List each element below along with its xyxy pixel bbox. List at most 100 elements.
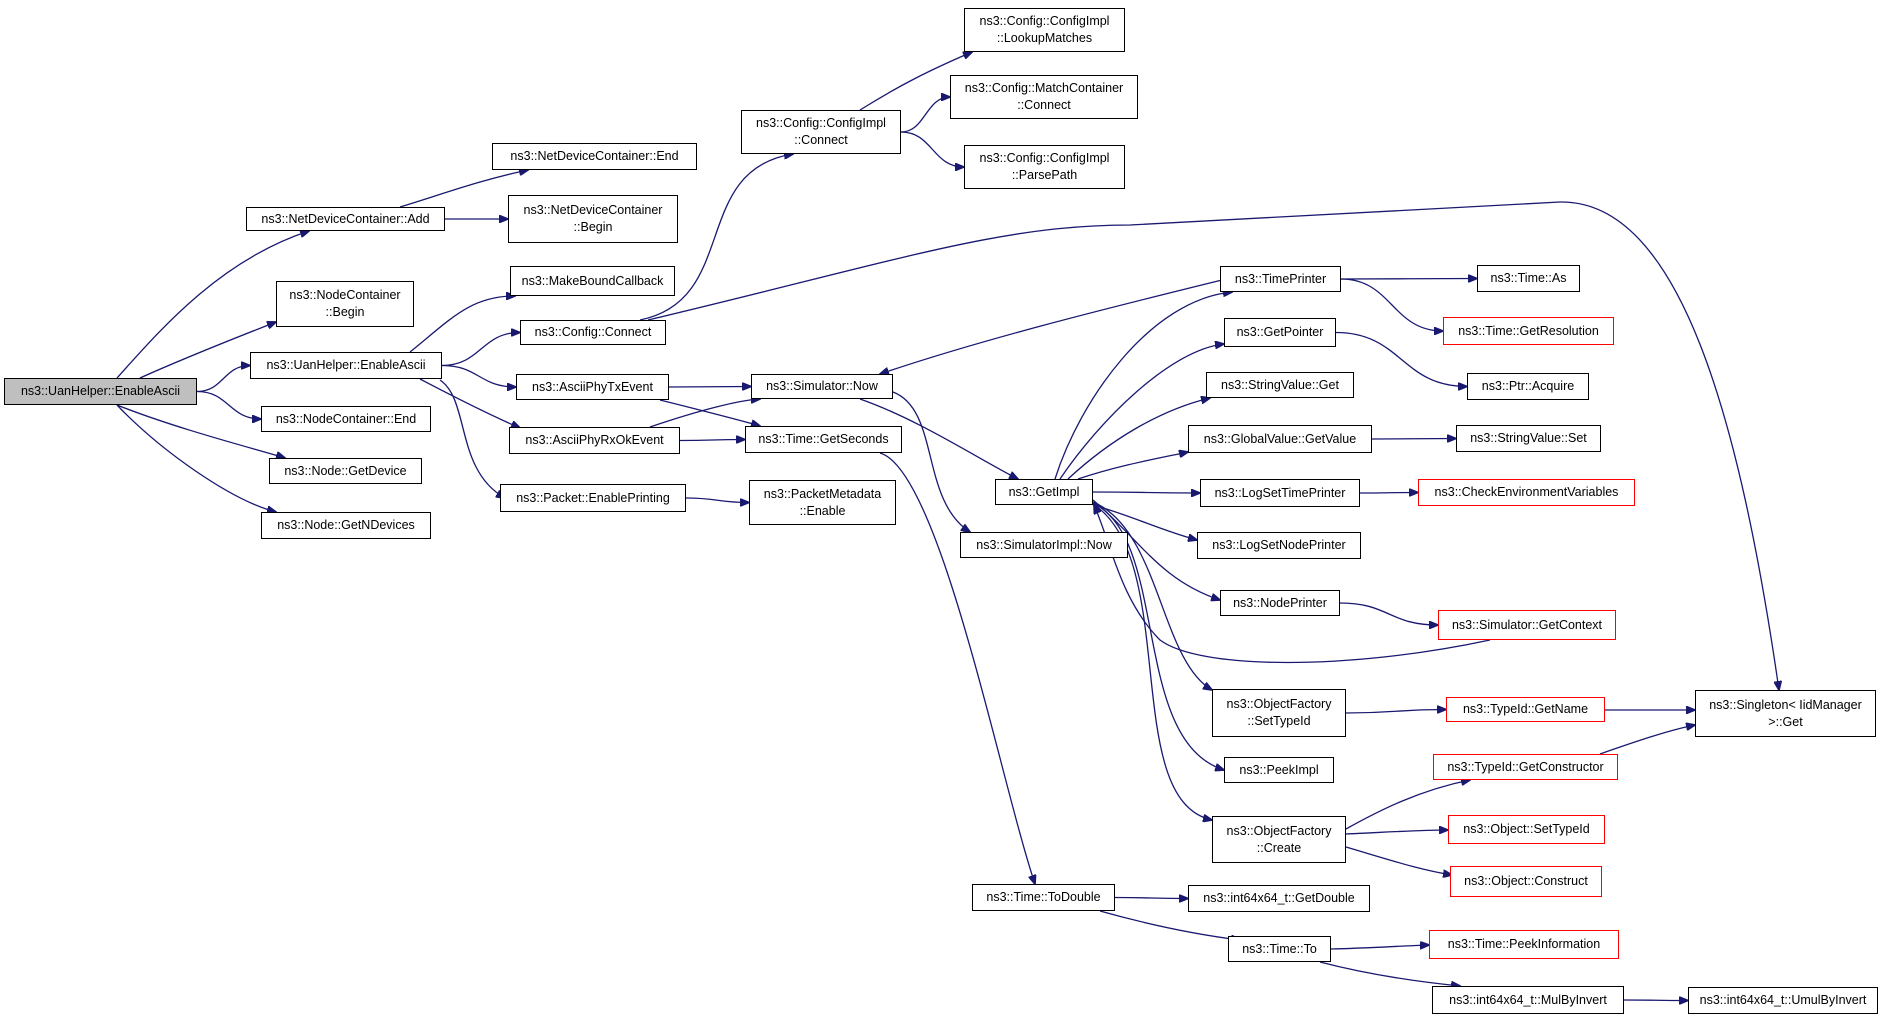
edge-pktEnable-to-pmEnable bbox=[685, 497, 749, 503]
graph-node-mcConnect[interactable]: ns3::Config::MatchContainer::Connect bbox=[950, 75, 1138, 119]
edge-getImpl-to-peekImpl bbox=[1092, 502, 1224, 770]
graph-node-root[interactable]: ns3::UanHelper::EnableAscii bbox=[4, 378, 197, 405]
edge-uhEnable-to-rxEvent bbox=[419, 378, 520, 428]
graph-node-getImpl[interactable]: ns3::GetImpl bbox=[995, 479, 1093, 505]
edge-ndcAdd-to-ndcEnd bbox=[399, 170, 528, 208]
graph-node-umulByInvert[interactable]: ns3::int64x64_t::UmulByInvert bbox=[1688, 987, 1878, 1014]
node-label: ns3::Node::GetDevice bbox=[284, 463, 407, 478]
edge-getPointer-to-ptrAcquire bbox=[1335, 331, 1467, 387]
graph-node-pktEnable[interactable]: ns3::Packet::EnablePrinting bbox=[500, 484, 686, 512]
graph-node-txEvent[interactable]: ns3::AsciiPhyTxEvent bbox=[516, 374, 669, 400]
graph-node-ncBegin[interactable]: ns3::NodeContainer::Begin bbox=[276, 281, 414, 327]
graph-node-nodeGetDevice[interactable]: ns3::Node::GetDevice bbox=[269, 458, 422, 484]
graph-node-getSeconds[interactable]: ns3::Time::GetSeconds bbox=[745, 426, 902, 453]
graph-node-pmEnable[interactable]: ns3::PacketMetadata::Enable bbox=[749, 480, 896, 525]
node-label: ns3::TimePrinter bbox=[1234, 271, 1327, 286]
node-label: ns3::Object::Construct bbox=[1464, 874, 1588, 888]
graph-node-peekInfo[interactable]: ns3::Time::PeekInformation bbox=[1429, 930, 1619, 959]
node-label: ns3::UanHelper::EnableAscii bbox=[266, 358, 426, 372]
node-label: ns3::Config::ConfigImpl bbox=[979, 14, 1110, 28]
graph-node-svGet[interactable]: ns3::StringValue::Get bbox=[1206, 372, 1354, 398]
edge-cfgConnect-to-cfgImplConnect bbox=[639, 154, 793, 321]
graph-node-ptrAcquire[interactable]: ns3::Ptr::Acquire bbox=[1467, 373, 1589, 400]
node-label: ::Begin bbox=[325, 305, 365, 319]
graph-node-checkEnv[interactable]: ns3::CheckEnvironmentVariables bbox=[1418, 479, 1635, 506]
edge-root-to-ndcAdd bbox=[116, 231, 309, 379]
graph-node-ofSetTypeId[interactable]: ns3::ObjectFactory::SetTypeId bbox=[1212, 689, 1346, 737]
graph-node-getPointer[interactable]: ns3::GetPointer bbox=[1224, 318, 1336, 347]
graph-node-ndcBegin[interactable]: ns3::NetDeviceContainer::Begin bbox=[508, 195, 678, 243]
edge-timePrinter-to-simNow bbox=[880, 279, 1223, 374]
node-label: ns3::int64x64_t::MulByInvert bbox=[1449, 992, 1607, 1007]
graph-node-ncEnd[interactable]: ns3::NodeContainer::End bbox=[261, 406, 431, 432]
node-label: ns3::int64x64_t::GetDouble bbox=[1203, 891, 1355, 905]
node-label: >::Get bbox=[1768, 714, 1803, 729]
edge-root-to-ncEnd bbox=[196, 390, 261, 420]
graph-node-lookup[interactable]: ns3::Config::ConfigImpl::LookupMatches bbox=[964, 8, 1125, 52]
edge-ofCreate-to-objConstruct bbox=[1345, 846, 1452, 875]
graph-node-peekImpl[interactable]: ns3::PeekImpl bbox=[1224, 757, 1334, 783]
edge-uhEnable-to-cfgConnect bbox=[441, 333, 520, 367]
edge-cfgImplConnect-to-mcConnect bbox=[900, 97, 950, 133]
edge-timeTo-to-mulByInvert bbox=[1319, 961, 1460, 986]
graph-node-gvGetValue[interactable]: ns3::GlobalValue::GetValue bbox=[1188, 425, 1372, 453]
graph-node-singleton[interactable]: ns3::Singleton< IidManager >::Get bbox=[1695, 690, 1876, 737]
graph-node-ofCreate[interactable]: ns3::ObjectFactory::Create bbox=[1212, 816, 1346, 863]
node-label: ns3::UanHelper::EnableAscii bbox=[20, 384, 181, 398]
node-label: ns3::Time::GetResolution bbox=[1458, 323, 1599, 338]
node-label: ns3::Time::As bbox=[1490, 271, 1567, 285]
graph-node-tidGetName[interactable]: ns3::TypeId::GetName bbox=[1446, 697, 1605, 722]
graph-node-nodePrinter[interactable]: ns3::NodePrinter bbox=[1220, 590, 1340, 616]
node-label: ::LookupMatches bbox=[996, 31, 1093, 45]
edge-gvGetValue-to-svSet bbox=[1371, 439, 1456, 440]
graph-node-makeBound[interactable]: ns3::MakeBoundCallback bbox=[510, 266, 675, 296]
graph-node-timeTo[interactable]: ns3::Time::To bbox=[1228, 936, 1331, 962]
node-label: ns3::AsciiPhyRxOkEvent bbox=[525, 433, 664, 447]
edge-toDouble-to-timeTo bbox=[1099, 910, 1240, 940]
graph-node-timeAs[interactable]: ns3::Time::As bbox=[1477, 265, 1580, 292]
graph-node-cfgImplConnect[interactable]: ns3::Config::ConfigImpl::Connect bbox=[741, 110, 901, 154]
graph-node-parsePath[interactable]: ns3::Config::ConfigImpl::ParsePath bbox=[964, 145, 1125, 189]
graph-node-tidGetCtor[interactable]: ns3::TypeId::GetConstructor bbox=[1433, 754, 1618, 780]
node-label: ::Create bbox=[1256, 840, 1302, 855]
graph-node-objSetTypeId[interactable]: ns3::Object::SetTypeId bbox=[1448, 815, 1605, 844]
graph-node-logSetNode[interactable]: ns3::LogSetNodePrinter bbox=[1197, 532, 1361, 559]
node-label: ns3::GetPointer bbox=[1236, 325, 1324, 339]
graph-node-toDouble[interactable]: ns3::Time::ToDouble bbox=[972, 884, 1115, 911]
edge-rxEvent-to-getSeconds bbox=[679, 440, 745, 441]
graph-node-cfgConnect[interactable]: ns3::Config::Connect bbox=[520, 320, 666, 345]
node-label: ns3::PacketMetadata bbox=[763, 486, 882, 501]
graph-node-objConstruct[interactable]: ns3::Object::Construct bbox=[1450, 866, 1602, 897]
edge-txEvent-to-simNow bbox=[668, 387, 751, 388]
node-label: ::Connect bbox=[794, 133, 848, 147]
edge-ofCreate-to-tidGetCtor bbox=[1345, 780, 1470, 830]
edge-toDouble-to-i64GetDouble bbox=[1114, 898, 1188, 899]
graph-node-simNow[interactable]: ns3::Simulator::Now bbox=[751, 374, 893, 399]
graph-node-rxEvent[interactable]: ns3::AsciiPhyRxOkEvent bbox=[509, 427, 680, 454]
graph-node-uhEnable[interactable]: ns3::UanHelper::EnableAscii bbox=[250, 352, 442, 379]
graph-node-mulByInvert[interactable]: ns3::int64x64_t::MulByInvert bbox=[1432, 986, 1624, 1014]
graph-node-getContext[interactable]: ns3::Simulator::GetContext bbox=[1438, 610, 1616, 640]
edge-nodePrinter-to-getContext bbox=[1339, 602, 1438, 625]
graph-node-timePrinter[interactable]: ns3::TimePrinter bbox=[1220, 266, 1341, 292]
edge-getSeconds-to-toDouble bbox=[879, 452, 1035, 884]
edge-root-to-nodeGetDevice bbox=[116, 404, 285, 458]
node-label: ns3::NodePrinter bbox=[1233, 595, 1327, 610]
graph-node-ndcEnd[interactable]: ns3::NetDeviceContainer::End bbox=[492, 143, 697, 170]
node-label: ns3::GlobalValue::GetValue bbox=[1203, 431, 1357, 446]
graph-node-logSetTime[interactable]: ns3::LogSetTimePrinter bbox=[1200, 479, 1360, 507]
graph-node-i64GetDouble[interactable]: ns3::int64x64_t::GetDouble bbox=[1188, 885, 1370, 912]
edge-logSetTime-to-checkEnv bbox=[1359, 493, 1418, 494]
node-label: ns3::StringValue::Get bbox=[1221, 377, 1339, 392]
graph-node-simImplNow[interactable]: ns3::SimulatorImpl::Now bbox=[960, 532, 1128, 558]
graph-node-ndcAdd[interactable]: ns3::NetDeviceContainer::Add bbox=[246, 207, 445, 231]
node-label: ::Begin bbox=[573, 220, 613, 234]
edge-root-to-uhEnable bbox=[196, 366, 250, 393]
graph-node-svSet[interactable]: ns3::StringValue::Set bbox=[1456, 425, 1601, 452]
graph-node-nodeGetN[interactable]: ns3::Node::GetNDevices bbox=[261, 512, 431, 539]
node-label: ns3::int64x64_t::UmulByInvert bbox=[1699, 993, 1867, 1007]
edge-ofCreate-to-objSetTypeId bbox=[1345, 830, 1448, 835]
edge-txEvent-to-getSeconds bbox=[659, 399, 760, 426]
node-label: ns3::ObjectFactory bbox=[1226, 823, 1332, 838]
graph-node-getRes[interactable]: ns3::Time::GetResolution bbox=[1443, 317, 1614, 345]
